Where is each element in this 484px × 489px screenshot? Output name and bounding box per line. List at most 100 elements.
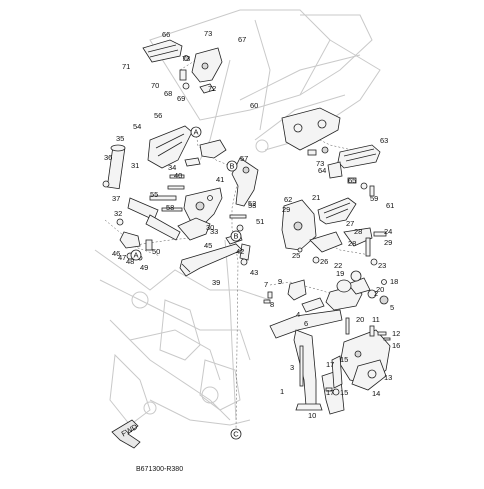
callout-54: 22 [334, 261, 342, 270]
rear-footrest-left [142, 39, 223, 94]
callout-7: 72 [208, 84, 216, 93]
callout-10: 54 [133, 122, 141, 131]
svg-text:B: B [229, 162, 234, 171]
svg-text:A: A [133, 251, 138, 260]
callout-74: 1 [280, 387, 284, 396]
callout-64: 4 [296, 310, 300, 319]
callout-65: 6 [304, 319, 308, 328]
frame-background [94, 9, 381, 426]
callout-19: 55 [150, 190, 158, 199]
svg-text:A: A [193, 128, 198, 137]
callout-61: 9 [278, 277, 282, 286]
ref-marker-3: B [230, 230, 242, 242]
svg-text:C: C [233, 430, 239, 439]
callout-58: 2 [374, 289, 378, 298]
callout-51: 29 [384, 238, 392, 247]
callout-9: 56 [154, 111, 162, 120]
callout-47: 28 [354, 227, 362, 236]
callout-11: 35 [116, 134, 124, 143]
callout-72: 15 [340, 388, 348, 397]
callout-73: 3 [290, 363, 294, 372]
shift-bracket-left [102, 125, 259, 277]
callout-60: 20 [356, 315, 364, 324]
svg-text:B: B [233, 232, 238, 241]
callout-57: 20 [376, 285, 384, 294]
callout-55: 19 [336, 269, 344, 278]
callout-29: 53 [248, 201, 256, 210]
callout-41: 59 [370, 194, 378, 203]
side-stand-assembly [263, 270, 391, 415]
drawing-code: B671300-R380 [136, 466, 183, 473]
callout-28: 33 [210, 227, 218, 236]
callout-12: 36 [104, 153, 112, 162]
callout-2: 67 [238, 35, 246, 44]
callout-40: 63 [380, 136, 388, 145]
callout-14: 37 [112, 194, 120, 203]
callout-21: 32 [114, 209, 122, 218]
callout-17: 41 [216, 175, 224, 184]
callout-76: 13 [384, 373, 392, 382]
callout-36: 60 [250, 101, 258, 110]
footrest-bracket-right [281, 197, 387, 266]
callout-31: 51 [256, 217, 264, 226]
callout-33: 42 [236, 247, 244, 256]
callout-59: 5 [390, 303, 394, 312]
callout-52: 23 [378, 261, 386, 270]
callout-6: 68 [164, 89, 172, 98]
callout-34: 43 [250, 268, 258, 277]
callout-3: 71 [122, 62, 130, 71]
callout-43: 62 [284, 195, 292, 204]
callout-25: 49 [140, 263, 148, 272]
callout-62: 7 [264, 280, 268, 289]
callout-35: 39 [212, 278, 220, 287]
callout-13: 31 [131, 161, 139, 170]
callout-20: 58 [166, 203, 174, 212]
callout-0: 66 [162, 30, 170, 39]
callout-50: 25 [292, 251, 300, 260]
callout-5: 70 [151, 81, 159, 90]
callout-56: 18 [390, 277, 398, 286]
callout-22: 46 [112, 249, 120, 258]
callout-23: 47 [118, 253, 126, 262]
callout-77: 10 [308, 411, 316, 420]
callout-4: 73 [182, 54, 190, 63]
callout-16: 40 [174, 171, 182, 180]
callout-48: 28 [348, 239, 356, 248]
callout-18: 57 [240, 154, 248, 163]
callout-42: 61 [386, 201, 394, 210]
callout-15: 34 [168, 163, 176, 172]
callout-66: 11 [372, 315, 380, 324]
callout-70: 15 [340, 355, 348, 364]
callout-8: 69 [177, 94, 185, 103]
callout-30: 52 [248, 199, 256, 208]
reference-markers: A B A B C [130, 126, 242, 440]
callout-63: 8 [270, 300, 274, 309]
callout-69: 17 [326, 360, 334, 369]
ref-marker-2: A [130, 249, 142, 261]
callout-39: 65 [348, 176, 356, 185]
callout-53: 24 [384, 227, 392, 236]
fwd-arrow: FWD [111, 419, 141, 449]
callout-1: 73 [204, 29, 212, 38]
callout-26: 50 [152, 247, 160, 256]
callout-68: 16 [392, 341, 400, 350]
callout-71: 17 [326, 388, 334, 397]
callout-67: 12 [392, 329, 400, 338]
callout-75: 14 [372, 389, 380, 398]
callout-49: 26 [320, 257, 328, 266]
callout-27: 30 [206, 223, 214, 232]
callout-32: 45 [204, 241, 212, 250]
callout-45: 21 [312, 193, 320, 202]
callout-37: 73 [316, 159, 324, 168]
callout-44: 29 [282, 205, 290, 214]
ref-marker-0: A [190, 126, 202, 138]
ref-marker-1: B [226, 160, 238, 172]
callout-46: 27 [346, 219, 354, 228]
rear-footrest-right [281, 107, 381, 197]
ref-marker-4: C [230, 428, 242, 440]
callout-24: 48 [126, 257, 134, 266]
callout-38: 64 [318, 166, 326, 175]
